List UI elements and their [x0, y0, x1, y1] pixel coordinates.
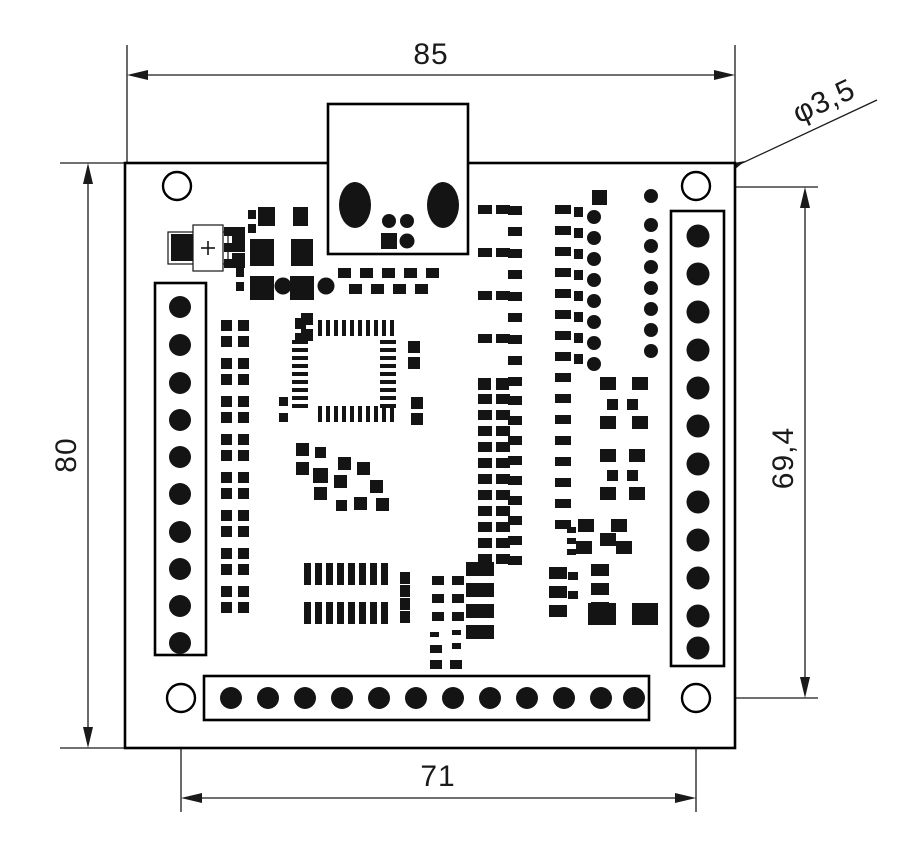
dimension-label-80: 80	[50, 437, 83, 472]
qfp-pins-left	[292, 340, 308, 408]
mounting-hole-top-left	[161, 170, 193, 202]
mounting-hole-bottom-left	[165, 682, 197, 714]
usb-signal-pad-2	[400, 214, 414, 228]
dimension-label-71: 71	[420, 760, 455, 793]
dimension-label-69-4: 69,4	[767, 427, 800, 489]
mounting-hole-top-right	[680, 170, 712, 202]
usb-mounting-pad-left	[339, 182, 371, 228]
dimension-board-height: 80	[50, 162, 132, 749]
smd-wide-pads-column	[466, 562, 494, 639]
dimension-label-85: 85	[413, 38, 448, 71]
connector-bottom-header	[202, 674, 651, 722]
smd-pads-right-long-column	[555, 205, 583, 555]
smd-pads-right-lower	[549, 377, 658, 625]
component-voltage-regulator	[167, 224, 245, 272]
dimension-hole-horizontal-spacing: 71	[180, 690, 697, 812]
qfp-pins-right	[380, 340, 396, 408]
smd-pads-header-side-column	[400, 572, 410, 623]
smd-dual-row-header-upper	[304, 563, 388, 585]
smd-pads-center-right-array	[478, 205, 522, 565]
usb-mounting-pad-right	[427, 182, 459, 228]
smd-dual-row-header-lower	[304, 602, 388, 624]
smd-pads-left-of-qfp	[295, 318, 306, 344]
usb-signal-pad-4	[399, 233, 415, 249]
smd-pad-clusters-left-column	[221, 320, 249, 613]
qfp-pins-top	[318, 320, 394, 336]
connector-right-header	[669, 209, 726, 668]
smd-pads-row-under-regulator	[253, 277, 335, 295]
connector-usb-type-b	[326, 102, 470, 256]
smd-pads-bottom-center	[430, 576, 464, 669]
dimension-board-width: 85	[126, 38, 736, 172]
smd-pads-center-misc	[296, 443, 389, 511]
qfp-pins-bottom	[318, 406, 394, 422]
connector-left-header	[153, 281, 208, 657]
via-columns-right	[587, 189, 658, 371]
mounting-hole-bottom-right	[680, 682, 712, 714]
usb-signal-pad-1	[382, 214, 396, 228]
smd-pads-right-of-usb	[338, 268, 439, 294]
dimension-label-diameter-3-5: φ3,5	[787, 73, 860, 130]
usb-signal-pad-3	[381, 233, 397, 249]
component-ic-qfp-microcontroller	[279, 313, 423, 425]
